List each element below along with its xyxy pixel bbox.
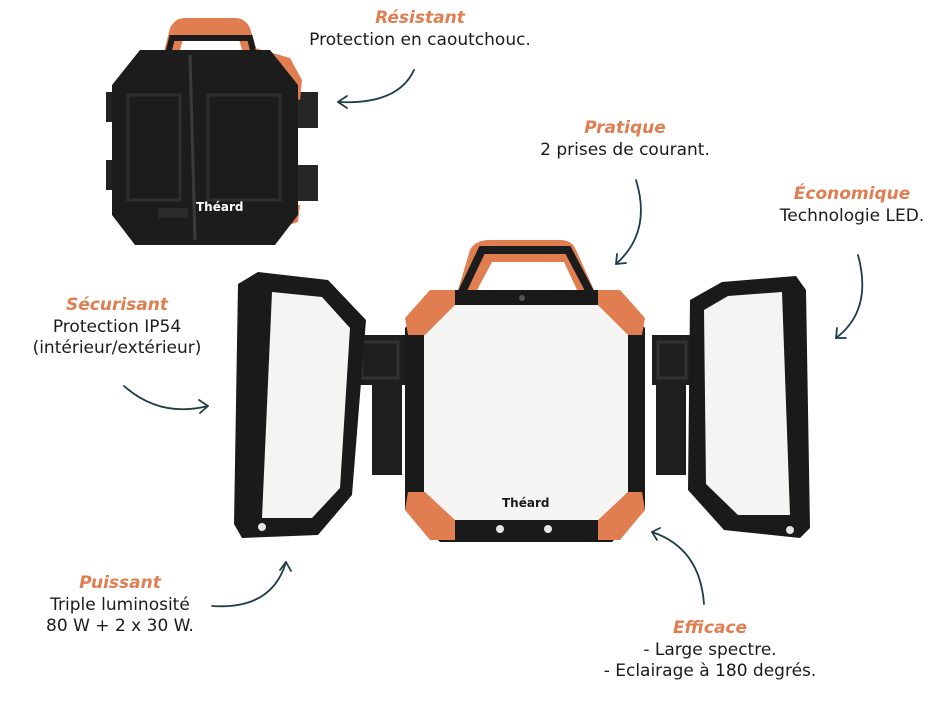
arrow-economique (835, 254, 864, 339)
arrow-resistant (337, 69, 415, 109)
callout-text: 80 W + 2 x 30 W. (46, 615, 194, 636)
callout-pratique: Pratique 2 prises de courant. (500, 118, 750, 161)
arrow-securisant (123, 385, 209, 414)
callout-economique: Économique Technologie LED. (752, 184, 937, 227)
callout-text: Technologie LED. (779, 206, 925, 227)
left-wing-panel (234, 272, 405, 538)
callout-text: - Eclairage à 180 degrés. (603, 660, 817, 681)
callout-title: Pratique (584, 118, 666, 138)
closed-case-image: Théard (106, 18, 318, 245)
panel-brand-logo: Théard (502, 496, 549, 510)
callout-securisant: Sécurisant Protection IP54 (intérieur/ex… (12, 295, 222, 358)
callout-text: Protection en caoutchouc. (309, 30, 531, 51)
callout-text: Protection IP54 (52, 317, 182, 338)
callout-text: (intérieur/extérieur) (32, 337, 202, 358)
callout-title: Économique (793, 184, 911, 204)
callout-text: Triple luminosité (50, 595, 190, 616)
callout-puissant: Puissant Triple luminosité 80 W + 2 x 30… (15, 573, 225, 636)
callout-title: Efficace (672, 618, 748, 638)
callout-resistant: Résistant Protection en caoutchouc. (290, 8, 550, 51)
callout-title: Résistant (375, 8, 465, 28)
right-wing-panel (652, 276, 810, 538)
callout-title: Sécurisant (66, 295, 168, 315)
case-brand-logo: Théard (196, 200, 243, 214)
arrow-puissant (211, 561, 292, 608)
callout-text: - Large spectre. (643, 640, 777, 661)
callout-title: Puissant (79, 573, 161, 593)
callout-efficace: Efficace - Large spectre. - Eclairage à … (585, 618, 835, 681)
central-panel: Théard (405, 240, 645, 542)
arrow-efficace (651, 527, 705, 605)
arrow-pratique (615, 179, 642, 265)
callout-text: 2 prises de courant. (540, 140, 710, 161)
